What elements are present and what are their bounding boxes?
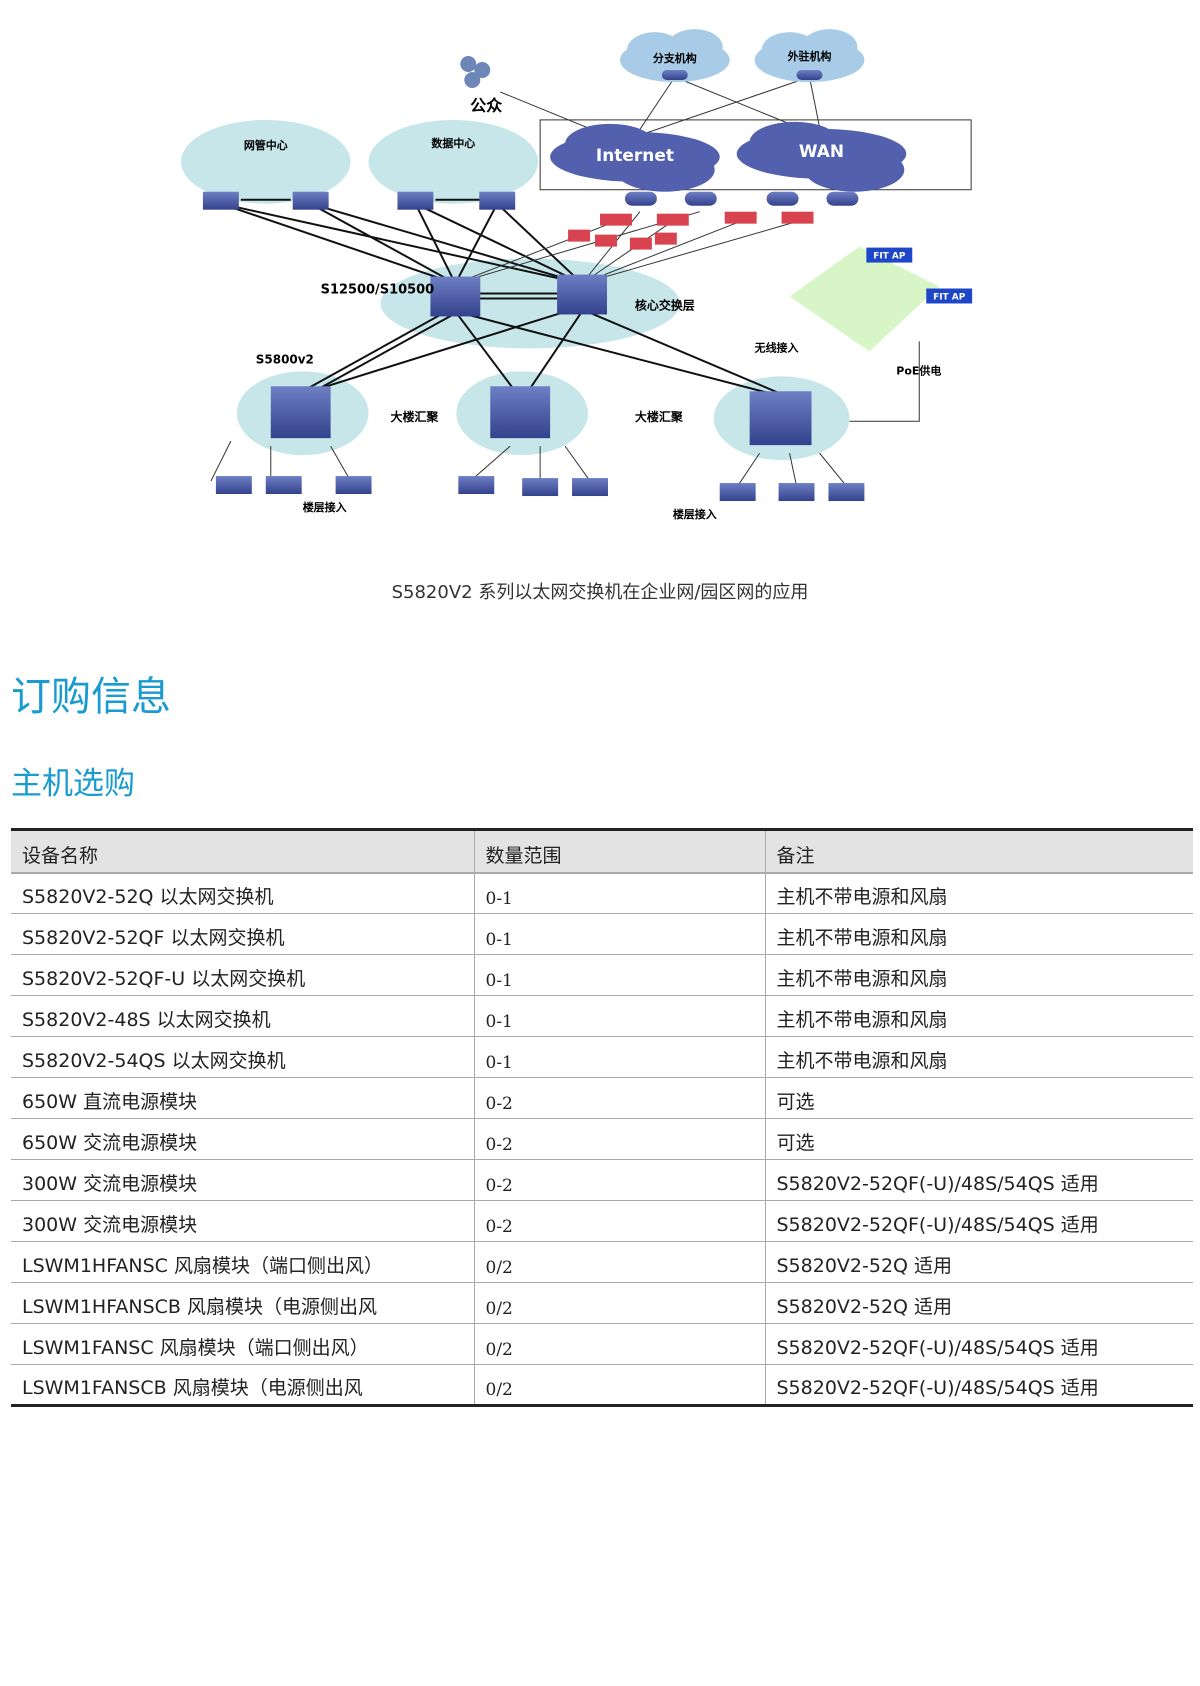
quantity-range-cell: 0-2	[473, 1118, 765, 1160]
remarks-cell: S5820V2-52QF(-U)/48S/54QS 适用	[764, 1200, 1193, 1242]
device-name-cell: LSWM1FANSC 风扇模块（端口侧出风）	[11, 1323, 474, 1365]
device-name-cell: S5820V2-52QF-U 以太网交换机	[11, 954, 474, 996]
label-public: 公众	[470, 96, 502, 115]
quantity-range-cell: 0/2	[473, 1241, 765, 1283]
internet-cloud	[550, 123, 720, 192]
device-name-cell: 300W 交流电源模块	[11, 1200, 474, 1242]
label-building-agg-1: 大楼汇聚	[390, 409, 439, 424]
remarks-cell: S5820V2-52QF(-U)/48S/54QS 适用	[764, 1159, 1193, 1201]
label-fit-ap-2: FIT AP	[933, 292, 966, 302]
wireless-zone	[789, 246, 940, 352]
remarks-cell: 主机不带电源和风扇	[764, 995, 1193, 1037]
remarks-cell: 主机不带电源和风扇	[764, 954, 1193, 996]
quantity-range-cell: 0/2	[473, 1282, 765, 1324]
wan-cloud	[736, 121, 907, 192]
subsection-heading-host-selection: 主机选购	[11, 766, 135, 802]
switch-icons	[202, 191, 865, 502]
label-core-layer: 核心交换层	[635, 297, 695, 312]
remarks-cell: 可选	[764, 1077, 1193, 1119]
remarks-cell: S5820V2-52QF(-U)/48S/54QS 适用	[764, 1364, 1193, 1406]
quantity-range-cell: 0-2	[473, 1159, 765, 1201]
quantity-range-cell: 0-1	[473, 954, 765, 996]
column-header-device-name: 设备名称	[11, 829, 474, 874]
network-topology-diagram: 公众 分支机构 外驻机构 Internet WAN 网管中心 数据中心 S125…	[180, 29, 973, 521]
label-data-center: 数据中心	[431, 136, 475, 150]
label-building-agg-2: 大楼汇聚	[635, 409, 684, 424]
remarks-cell: 主机不带电源和风扇	[764, 872, 1193, 914]
device-name-cell: LSWM1FANSCB 风扇模块（电源侧出风	[11, 1364, 474, 1406]
device-name-cell: S5820V2-52QF 以太网交换机	[11, 913, 474, 955]
device-name-cell: 300W 交流电源模块	[11, 1159, 474, 1201]
remarks-cell: 主机不带电源和风扇	[764, 913, 1193, 955]
column-header-remarks: 备注	[764, 829, 1193, 874]
remarks-cell: S5820V2-52Q 适用	[764, 1282, 1193, 1324]
label-branch: 分支机构	[653, 51, 697, 65]
remarks-cell: S5820V2-52QF(-U)/48S/54QS 适用	[764, 1323, 1193, 1365]
table-header-row: 设备名称 数量范围 备注	[11, 829, 1193, 874]
branch-cloud	[619, 29, 730, 82]
label-floor-access-1: 楼层接入	[303, 500, 347, 514]
device-name-cell: LSWM1HFANSC 风扇模块（端口侧出风）	[11, 1241, 474, 1283]
label-wireless-access: 无线接入	[754, 340, 799, 354]
device-name-cell: 650W 直流电源模块	[11, 1077, 474, 1119]
remarks-cell: 主机不带电源和风扇	[764, 1036, 1193, 1078]
people-icon	[460, 56, 491, 88]
column-header-quantity-range: 数量范围	[473, 829, 765, 874]
data-center-zone	[368, 119, 539, 204]
diagram-caption: S5820V2 系列以太网交换机在企业网/园区网的应用	[391, 582, 809, 603]
section-heading-ordering-info: 订购信息	[11, 674, 171, 720]
quantity-range-cell: 0-1	[473, 995, 765, 1037]
quantity-range-cell: 0-1	[473, 913, 765, 955]
wan-box	[539, 119, 972, 191]
label-remote: 外驻机构	[787, 49, 832, 63]
label-core-model: S12500/S10500	[321, 282, 435, 297]
quantity-range-cell: 0-1	[473, 872, 765, 914]
device-name-cell: S5820V2-54QS 以太网交换机	[11, 1036, 474, 1078]
quantity-range-cell: 0-2	[473, 1077, 765, 1119]
quantity-range-cell: 0/2	[473, 1364, 765, 1406]
label-agg-model: S5800v2	[256, 352, 314, 366]
label-wan: WAN	[799, 141, 844, 161]
router-icons	[624, 70, 859, 206]
remarks-cell: S5820V2-52Q 适用	[764, 1241, 1193, 1283]
links	[220, 198, 780, 395]
fit-ap-tag-2	[926, 288, 973, 304]
device-name-cell: LSWM1HFANSCB 风扇模块（电源侧出风	[11, 1282, 474, 1324]
device-name-cell: S5820V2-52Q 以太网交换机	[11, 872, 474, 914]
quantity-range-cell: 0/2	[473, 1323, 765, 1365]
label-floor-access-2: 楼层接入	[673, 507, 717, 521]
quantity-range-cell: 0-2	[473, 1200, 765, 1242]
nms-center-zone	[180, 119, 351, 204]
label-nms-center: 网管中心	[244, 138, 288, 152]
quantity-range-cell: 0-1	[473, 1036, 765, 1078]
remote-cloud	[754, 29, 865, 82]
device-name-cell: S5820V2-48S 以太网交换机	[11, 995, 474, 1037]
label-internet: Internet	[596, 145, 674, 165]
device-name-cell: 650W 交流电源模块	[11, 1118, 474, 1160]
fit-ap-tag-1	[866, 247, 913, 263]
firewall-icons	[568, 211, 814, 250]
remarks-cell: 可选	[764, 1118, 1193, 1160]
label-poe: PoE供电	[896, 363, 941, 377]
label-fit-ap-1: FIT AP	[873, 252, 906, 262]
